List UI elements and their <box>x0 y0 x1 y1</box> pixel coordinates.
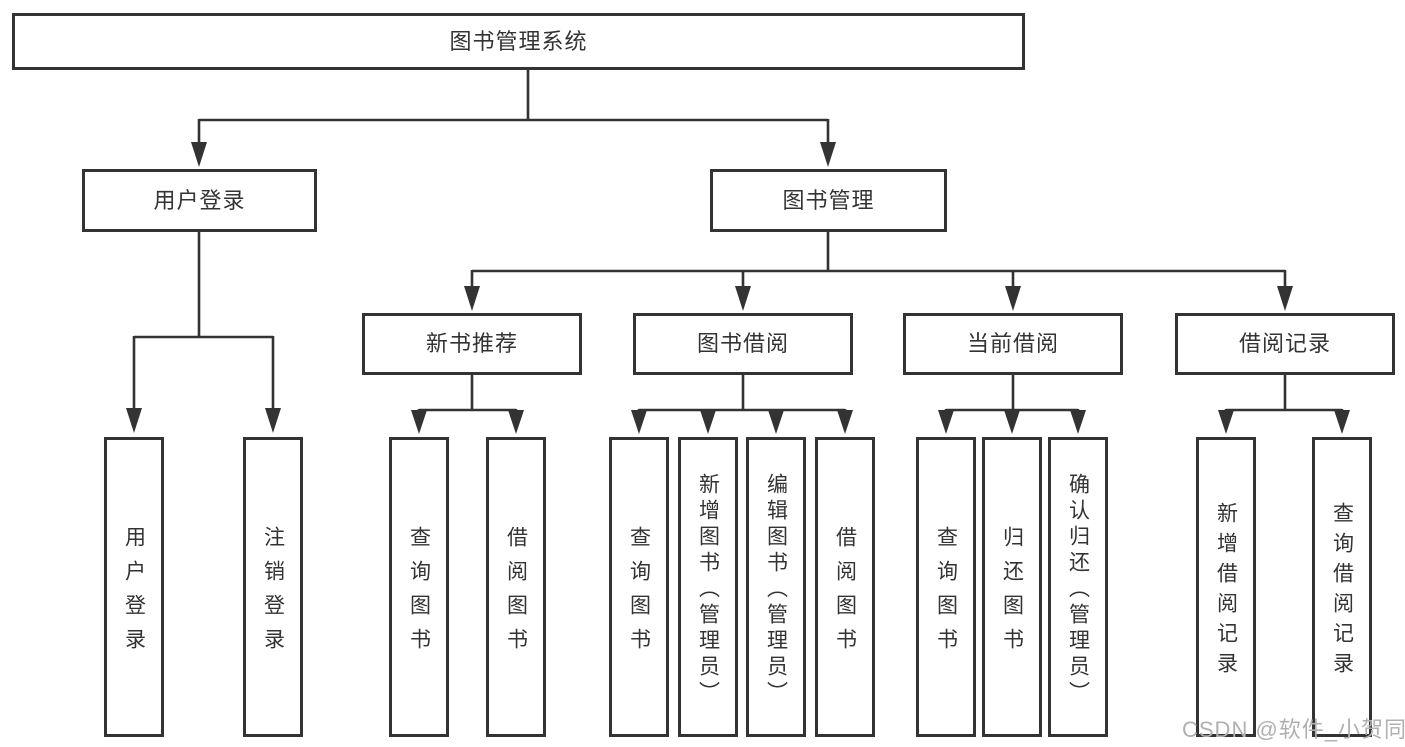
leaf-label: 新增借阅记录 <box>1214 501 1238 682</box>
arrowhead <box>938 410 954 434</box>
arrowhead <box>126 408 142 433</box>
arrowhead <box>508 410 524 434</box>
arrowhead <box>820 142 836 167</box>
watermark: CSDN @软件_小贺同学 <box>1182 717 1405 742</box>
arrowhead <box>768 410 784 434</box>
arrowhead <box>1005 286 1021 311</box>
arrowhead <box>411 410 427 434</box>
leaf-query-borrow-record: 查询借阅记录 <box>1312 437 1372 737</box>
leaf-user-login: 用户登录 <box>104 437 164 737</box>
connector-userlogin-leaves <box>132 232 275 412</box>
leaf-label: 新增图书（管理员） <box>696 472 720 707</box>
node-user-login: 用户登录 <box>82 169 317 232</box>
leaf-add-borrow-record: 新增借阅记录 <box>1196 437 1256 737</box>
connector-root-level2 <box>197 70 830 146</box>
leaf-edit-book-admin: 编辑图书（管理员） <box>746 437 806 737</box>
arrowhead <box>1277 286 1293 311</box>
arrowhead <box>735 286 751 311</box>
node-current-borrow: 当前借阅 <box>903 313 1123 375</box>
arrowhead <box>464 286 480 311</box>
leaf-label: 编辑图书（管理员） <box>764 472 788 707</box>
leaf-borrow-book-recommend: 借阅图书 <box>486 437 546 737</box>
arrowhead <box>1070 410 1086 434</box>
connector-bookmgmt-level3 <box>470 232 1287 290</box>
leaf-logout: 注销登录 <box>243 437 303 737</box>
leaf-label: 确认归还（管理员） <box>1066 472 1090 707</box>
arrowhead <box>631 410 647 434</box>
leaf-add-book-admin: 新增图书（管理员） <box>678 437 738 737</box>
leaf-label: 查询图书 <box>934 525 958 662</box>
arrowhead <box>1334 410 1350 434</box>
leaf-return-book: 归还图书 <box>982 437 1042 737</box>
leaf-label: 注销登录 <box>261 525 285 662</box>
node-borrow-record: 借阅记录 <box>1175 313 1395 375</box>
connector-jieyue-leaves <box>637 375 847 413</box>
leaf-query-book-recommend: 查询图书 <box>389 437 449 737</box>
leaf-label: 借阅图书 <box>504 525 528 662</box>
leaf-confirm-return-admin: 确认归还（管理员） <box>1048 437 1108 737</box>
arrowhead <box>191 142 207 167</box>
leaf-query-book-borrow: 查询图书 <box>609 437 669 737</box>
arrowhead <box>1218 410 1234 434</box>
leaf-label: 查询借阅记录 <box>1330 501 1354 682</box>
node-book-borrow: 图书借阅 <box>633 313 853 375</box>
node-book-management: 图书管理 <box>710 169 947 232</box>
node-new-book-recommend: 新书推荐 <box>362 313 582 375</box>
node-root: 图书管理系统 <box>12 13 1025 70</box>
arrowhead <box>700 410 716 434</box>
connector-jilu-leaves <box>1224 375 1344 413</box>
leaf-query-book-current: 查询图书 <box>916 437 976 737</box>
connector-dangqian-leaves <box>944 375 1080 413</box>
leaf-borrow-book: 借阅图书 <box>815 437 875 737</box>
arrowhead <box>265 408 281 433</box>
leaf-label: 归还图书 <box>1000 525 1024 662</box>
connector-xinshu-leaves <box>417 375 518 413</box>
leaf-label: 借阅图书 <box>833 525 857 662</box>
arrowhead <box>837 410 853 434</box>
leaf-label: 查询图书 <box>407 525 431 662</box>
leaf-label: 查询图书 <box>627 525 651 662</box>
leaf-label: 用户登录 <box>122 525 146 662</box>
arrowhead <box>1004 410 1020 434</box>
